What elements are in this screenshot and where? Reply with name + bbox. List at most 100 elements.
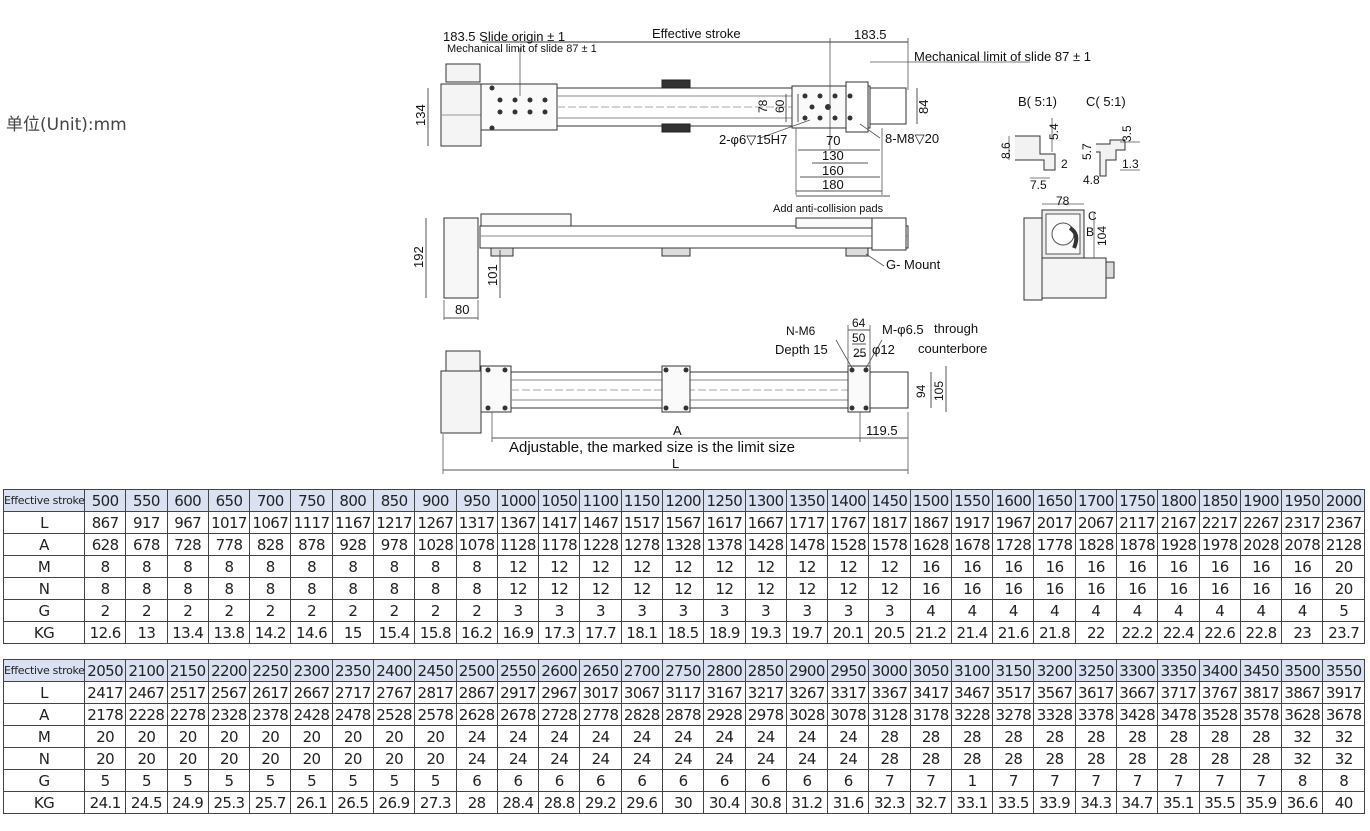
table-cell: 2178 [83,703,127,726]
adjustable-note: Adjustable, the marked size is the limit… [509,439,795,456]
table-cell: 12 [661,555,705,578]
table-cell: 2950 [827,659,870,682]
table-cell: 13.8 [207,621,251,644]
table-cell: 23.7 [1322,621,1365,644]
detail-c-4-8: 4.8 [1083,173,1100,187]
table-cell: 3400 [1198,659,1241,682]
table-cell: 8 [207,555,251,578]
table-cell: 6 [455,769,498,792]
table-cell: 28 [1157,747,1200,770]
table-cell: 3917 [1322,681,1365,704]
table-cell: 1967 [992,511,1035,534]
table-cell: 28 [1198,747,1241,770]
table-cell: 878 [290,533,333,556]
table-cell: 2350 [331,659,374,682]
table-cell: 1217 [372,511,416,534]
table-cell: 28 [1033,747,1076,770]
table-cell: 1428 [744,533,787,556]
m-hole-label: M-φ6.5 [882,322,924,337]
row-label: M [3,725,85,748]
table-cell: 1417 [538,511,581,534]
table-cell: 1267 [414,511,457,534]
dim-94: 94 [914,384,928,398]
table-cell: 1 [950,769,994,792]
table-cell: 15.4 [372,621,416,644]
table-cell: 3 [827,599,870,622]
table-cell: 2867 [455,681,498,704]
table-cell: 35.1 [1157,791,1200,814]
row-label: KG [3,791,85,814]
table-cell: 22.6 [1198,621,1241,644]
table-cell: 12 [579,555,622,578]
table-cell: 12 [703,555,746,578]
dim-64: 64 [852,316,866,330]
table-cell: 3428 [1116,703,1159,726]
table-cell: 3328 [1033,703,1076,726]
table-cell: 12 [496,577,540,600]
table-cell: 24 [579,725,622,748]
table-cell: 28 [1074,747,1118,770]
table-cell: 967 [166,511,209,534]
table-cell: 24 [496,747,540,770]
table-cell: 15 [331,621,374,644]
table-cell: 19.7 [785,621,829,644]
table-cell: 8 [1322,769,1365,792]
table-cell: 24 [744,747,787,770]
dim-160: 160 [822,163,844,178]
table-cell: 29.2 [579,791,622,814]
table-cell: 2417 [83,681,127,704]
table-cell: 8 [414,555,457,578]
table-cell: 14.6 [290,621,333,644]
dim-80: 80 [455,302,469,317]
table-cell: 1550 [950,489,994,512]
dim-180: 180 [822,177,844,192]
table-cell: 3817 [1239,681,1283,704]
table-cell: 1028 [414,533,457,556]
table-cell: 14.2 [249,621,292,644]
table-cell: 28 [1157,725,1200,748]
dim-101: 101 [485,264,500,286]
table-cell: 33.5 [992,791,1035,814]
detail-b-5-4: 5.4 [1047,123,1061,140]
table-cell: 28 [455,791,498,814]
table-cell: 3317 [827,681,870,704]
table-cell: 16 [1033,577,1076,600]
table-cell: 1928 [1157,533,1200,556]
table-cell: 32.7 [909,791,952,814]
table-cell: 26.9 [372,791,416,814]
table-cell: 12 [496,555,540,578]
table-cell: 8 [414,577,457,600]
table-cell: 3417 [909,681,952,704]
table-cell: 5 [331,769,374,792]
table-cell: 2550 [496,659,540,682]
table-cell: 28 [950,747,994,770]
table-cell: 12 [620,577,663,600]
table-cell: 500 [83,489,127,512]
dim-L: L [672,456,679,471]
table-cell: 1228 [579,533,622,556]
table-cell: 2 [83,599,127,622]
table-cell: 3467 [950,681,994,704]
table-cell: 20 [372,725,416,748]
table-cell: 28 [1198,725,1241,748]
table-cell: 7 [1074,769,1118,792]
table-cell: 3717 [1157,681,1200,704]
table-cell: 5 [125,769,168,792]
table-cell: 12 [744,555,787,578]
dim-119-5: 119.5 [866,423,898,438]
table-cell: 2850 [744,659,787,682]
table-cell: 21.4 [950,621,994,644]
detail-c-5-7: 5.7 [1080,143,1094,160]
table-cell: 5 [83,769,127,792]
table-cell: 24 [538,725,581,748]
table-cell: 20 [207,725,251,748]
table-cell: 16 [992,577,1035,600]
end-view-104: 104 [1095,226,1109,246]
table-cell: 928 [331,533,374,556]
